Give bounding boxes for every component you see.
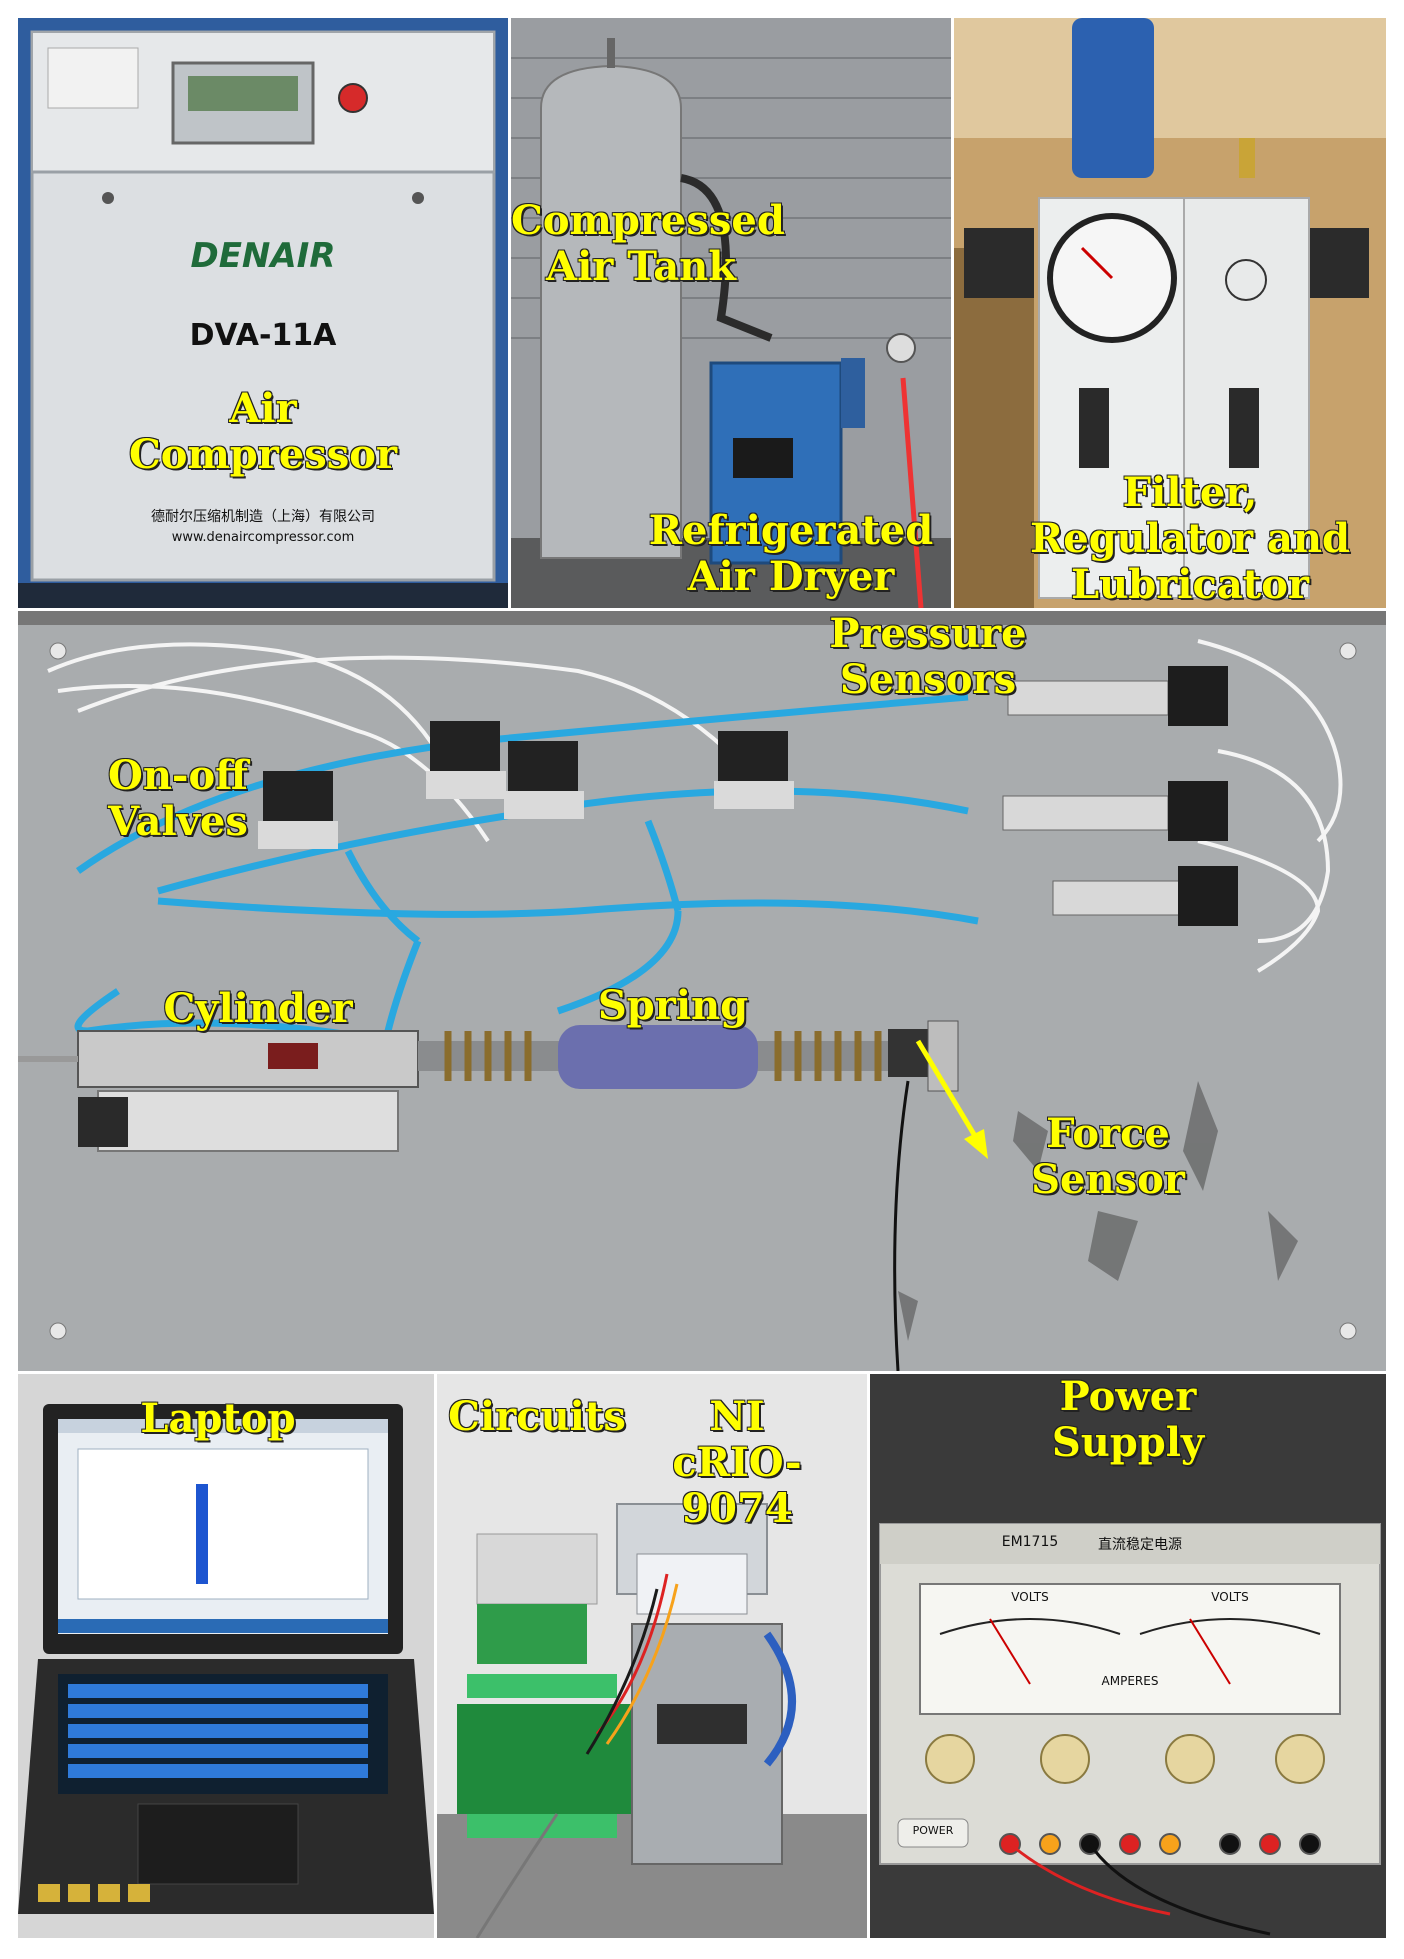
label-spring: Spring [597, 982, 749, 1029]
label-ni-crio-9074: NI cRIO-9074 [672, 1393, 802, 1532]
compressor-website: www.denaircompressor.com [171, 530, 355, 545]
label-filter-regulator-lubricator: Filter, Regulator and Lubricator [1030, 469, 1350, 608]
power-supply-maker: 直流稳定电源 [1098, 1537, 1182, 1553]
compressor-brand: DENAIR [190, 236, 336, 276]
label-on-off-valves: On-off Valves [107, 752, 249, 845]
power-supply-model: EM1715 [1001, 1534, 1059, 1550]
circuits-photo: Circuits NI cRIO-9074 [437, 1374, 867, 1938]
label-refrigerated-air-dryer: Refrigerated Air Dryer [648, 507, 934, 600]
label-laptop: Laptop [140, 1395, 296, 1442]
label-power-supply: Power Supply [1051, 1374, 1205, 1466]
label-circuits: Circuits [448, 1393, 626, 1440]
air-compressor-photo: DENAIR DVA-11A 德耐尔压缩机制造（上海）有限公司 www.dena… [18, 18, 508, 608]
label-compressed-air-tank: Compressed Air Tank [511, 197, 785, 290]
compressor-model: DVA-11A [189, 318, 337, 353]
power-button-label: POWER [912, 1824, 954, 1837]
volts-right-label: VOLTS [1211, 1590, 1249, 1604]
frl-unit-photo: Filter, Regulator and Lubricator [954, 18, 1386, 608]
amperes-label: AMPERES [1101, 1674, 1159, 1688]
volts-left-label: VOLTS [1011, 1590, 1049, 1604]
power-supply-photo: EM1715 直流稳定电源 VOLTS VOLTS AMPERES POWER … [870, 1374, 1386, 1938]
test-bench-photo: Pressure Sensors On-off Valves Cylinder … [18, 611, 1386, 1371]
air-tank-photo: Compressed Air Tank Refrigerated Air Dry… [511, 18, 951, 608]
compressor-maker: 德耐尔压缩机制造（上海）有限公司 [151, 509, 375, 525]
laptop-photo: Laptop [18, 1374, 434, 1938]
label-cylinder: Cylinder [163, 985, 353, 1032]
label-pressure-sensors: Pressure Sensors [829, 611, 1027, 703]
label-air-compressor: Air Compressor [128, 385, 398, 478]
label-force-sensor: Force Sensor [1031, 1110, 1185, 1203]
